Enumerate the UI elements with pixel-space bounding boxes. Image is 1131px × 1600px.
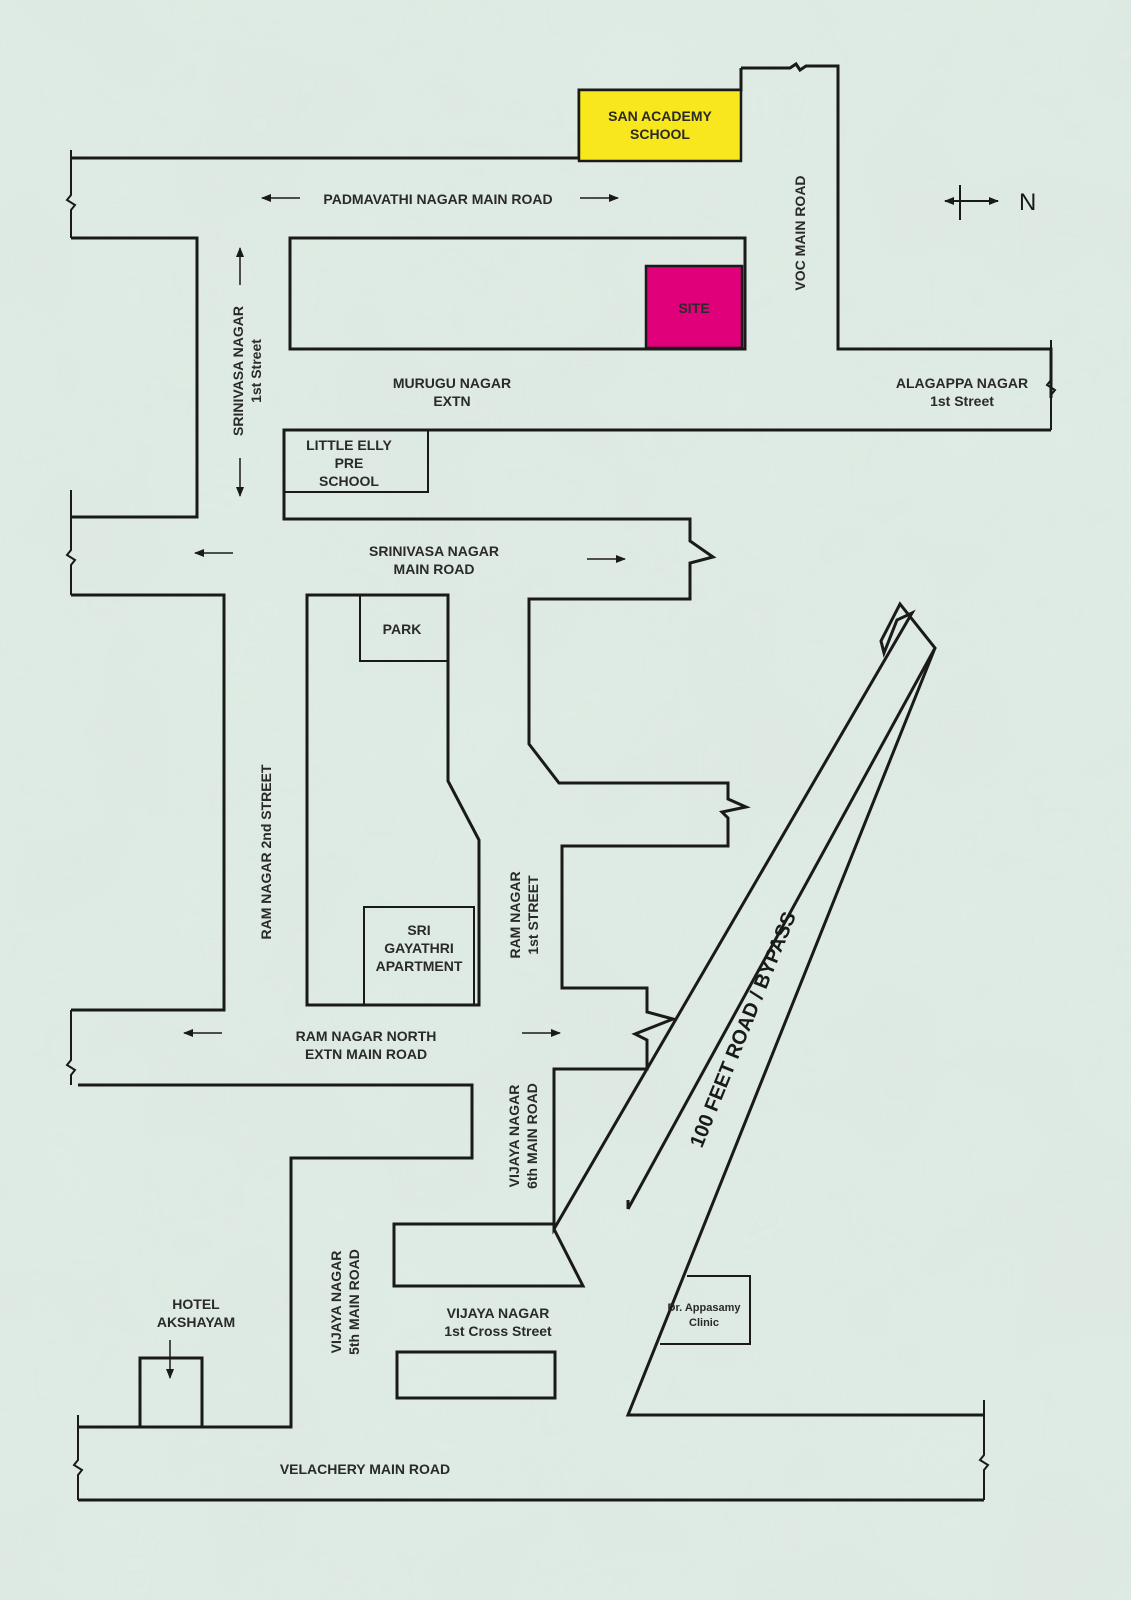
compass-north-label: N (1019, 189, 1036, 216)
little-elly-label-1: LITTLE ELLY (306, 437, 392, 453)
little-elly-label-3: SCHOOL (319, 473, 379, 489)
road-alagappa-1: ALAGAPPA NAGAR (896, 375, 1028, 391)
road-alagappa-2: 1st Street (930, 393, 994, 409)
clinic-label-1: Dr. Appasamy (668, 1302, 742, 1314)
little-elly-label-2: PRE (335, 455, 364, 471)
san-academy-school: SAN ACADEMY SCHOOL (577, 88, 743, 163)
road-padmavathi: PADMAVATHI NAGAR MAIN ROAD (323, 191, 552, 207)
clinic-label-2: Clinic (689, 1317, 719, 1329)
site-label: SITE (678, 300, 709, 316)
road-vijaya-cross-1: VIJAYA NAGAR (447, 1305, 550, 1321)
road-srinivasa-main-2: MAIN ROAD (394, 561, 475, 577)
road-vijaya-5th-2: 5th MAIN ROAD (346, 1249, 362, 1355)
road-murugu-1: MURUGU NAGAR (393, 375, 511, 391)
hotel-label-1: HOTEL (172, 1296, 220, 1312)
road-ram-1st-2: 1st STREET (525, 875, 541, 955)
gayathri-label-2: GAYATHRI (384, 940, 454, 956)
road-srinivasa-1st-1: SRINIVASA NAGAR (230, 306, 246, 436)
school-label-2: SCHOOL (630, 126, 690, 142)
road-vijaya-5th-1: VIJAYA NAGAR (328, 1251, 344, 1354)
gayathri-label-3: APARTMENT (376, 958, 463, 974)
road-srinivasa-main-1: SRINIVASA NAGAR (369, 543, 499, 559)
site-marker: SITE (644, 264, 744, 350)
road-srinivasa-1st-2: 1st Street (248, 339, 264, 403)
road-ram-north-1: RAM NAGAR NORTH (296, 1028, 437, 1044)
road-vijaya-cross-2: 1st Cross Street (444, 1323, 552, 1339)
road-ram-2nd: RAM NAGAR 2nd STREET (258, 764, 274, 939)
road-murugu-2: EXTN (433, 393, 470, 409)
road-lines (65, 61, 1057, 1502)
north-arrow-icon (944, 185, 999, 220)
road-voc: VOC MAIN ROAD (792, 175, 808, 290)
gayathri-label-1: SRI (407, 922, 430, 938)
hotel-label-2: AKSHAYAM (157, 1314, 235, 1330)
road-vijaya-6th-1: VIJAYA NAGAR (506, 1085, 522, 1188)
school-label-1: SAN ACADEMY (608, 108, 712, 124)
park-label: PARK (383, 621, 422, 637)
road-ram-1st-1: RAM NAGAR (507, 871, 523, 958)
road-velachery: VELACHERY MAIN ROAD (280, 1461, 450, 1477)
road-vijaya-6th-2: 6th MAIN ROAD (524, 1083, 540, 1189)
road-ram-north-2: EXTN MAIN ROAD (305, 1046, 427, 1062)
